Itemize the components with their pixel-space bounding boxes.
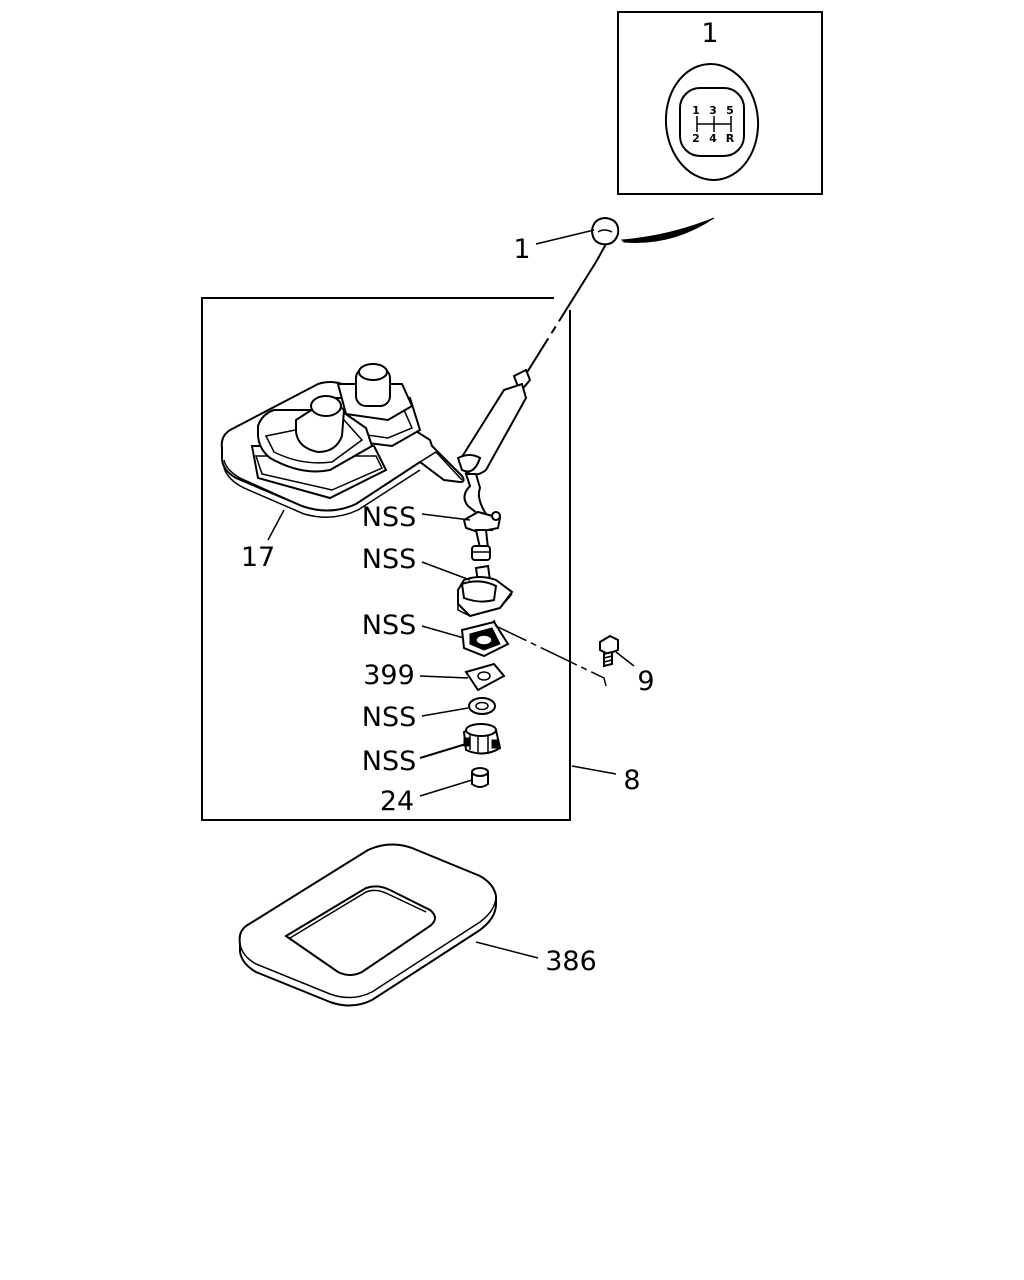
leader-nss-1 <box>421 513 471 521</box>
leader-nss-5 <box>419 743 467 759</box>
callout-nss-2: NSS <box>362 544 416 575</box>
pattern-gear-4: 4 <box>709 132 717 145</box>
knob-top-view: 1 3 5 2 4 R <box>664 63 760 181</box>
spring-seat <box>471 545 491 561</box>
callout-bushing: 24 <box>380 786 414 817</box>
leader-nss-3 <box>421 625 465 639</box>
callout-nss-3: NSS <box>362 610 416 641</box>
shift-knob <box>590 216 620 246</box>
callout-boot: 17 <box>241 542 275 573</box>
callout-nss-1: NSS <box>362 502 416 533</box>
leader-knob <box>535 229 595 245</box>
leader-bushing <box>419 779 473 797</box>
inset-frame <box>617 11 823 195</box>
pattern-gear-1: 1 <box>692 104 700 117</box>
gasket <box>464 662 506 692</box>
callout-nss-4: NSS <box>362 702 416 733</box>
pattern-gear-3: 3 <box>709 104 717 117</box>
leader-nss-2 <box>421 561 471 581</box>
pattern-gear-2: 2 <box>692 132 700 145</box>
pattern-gear-5: 5 <box>726 104 734 117</box>
leader-lever-assembly <box>571 765 617 775</box>
bushing <box>471 767 489 788</box>
callout-inset-knob: 1 <box>701 18 718 49</box>
assembly-frame <box>201 297 571 821</box>
callout-gasket: 399 <box>363 660 415 691</box>
retainer-plate <box>460 620 510 658</box>
washer <box>468 697 496 715</box>
lever-rod <box>525 261 597 375</box>
callout-trim-ring: 386 <box>545 946 597 977</box>
leader-bolt-path <box>493 619 607 687</box>
callout-nss-5: NSS <box>362 746 416 777</box>
lever-body <box>456 368 532 549</box>
inset-panel: 1 1 3 5 2 4 R <box>617 11 823 195</box>
callout-bolt: 9 <box>637 666 654 697</box>
shift-boot <box>220 363 465 518</box>
lever-housing <box>457 564 514 618</box>
leader-trim-ring <box>475 941 539 959</box>
leader-bolt <box>615 651 635 667</box>
collar <box>462 723 502 755</box>
lever-rod-upper <box>595 243 607 263</box>
leader-boot <box>267 509 285 541</box>
trim-ring <box>238 843 497 1007</box>
pattern-gear-r: R <box>726 132 735 145</box>
inset-arrow <box>620 217 715 243</box>
leader-gasket <box>419 675 469 679</box>
bolt <box>599 634 619 668</box>
callout-lever-assembly: 8 <box>623 765 640 796</box>
callout-knob: 1 <box>513 234 530 265</box>
leader-nss-4 <box>421 707 469 717</box>
